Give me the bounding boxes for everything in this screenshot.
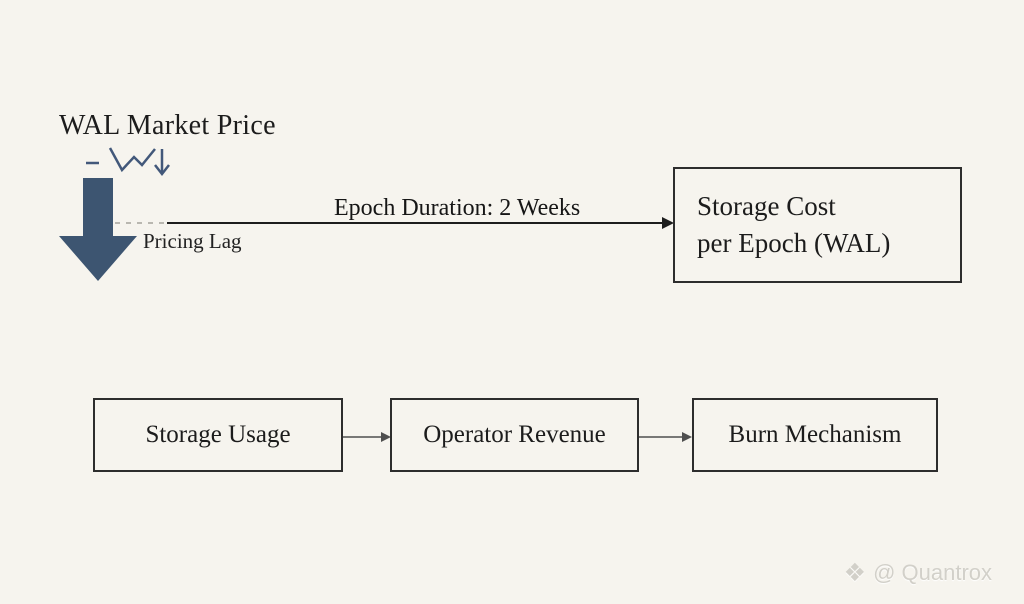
flow-box-label: Operator Revenue [423,421,606,448]
diamond-cluster-icon: ❖ [843,558,867,587]
pricing-lag-label: Pricing Lag [143,229,242,253]
storage-cost-box-line2: per Epoch (WAL) [697,228,891,258]
flow-box-label: Storage Usage [145,421,291,448]
flow-connector-arrow-1 [343,432,391,442]
flow-box-burn-mechanism: Burn Mechanism [692,398,938,472]
flow-box-operator-revenue: Operator Revenue [390,398,639,472]
flow-box-label: Burn Mechanism [728,421,902,448]
watermark: ❖ @ Quantrox [844,560,992,586]
watermark-handle: @ Quantrox [873,560,992,585]
flow-box-storage-usage: Storage Usage [93,398,343,472]
epoch-duration-label: Epoch Duration: 2 Weeks [334,195,581,221]
downtrend-icon [86,147,170,177]
epoch-duration-connector-arrow [115,217,674,229]
storage-cost-box-line1: Storage Cost [697,191,836,221]
flow-connector-arrow-2 [639,432,692,442]
storage-cost-box: Storage Cost per Epoch (WAL) [673,167,962,283]
page-title: WAL Market Price [59,110,276,141]
price-drop-down-arrow-icon [59,178,137,281]
